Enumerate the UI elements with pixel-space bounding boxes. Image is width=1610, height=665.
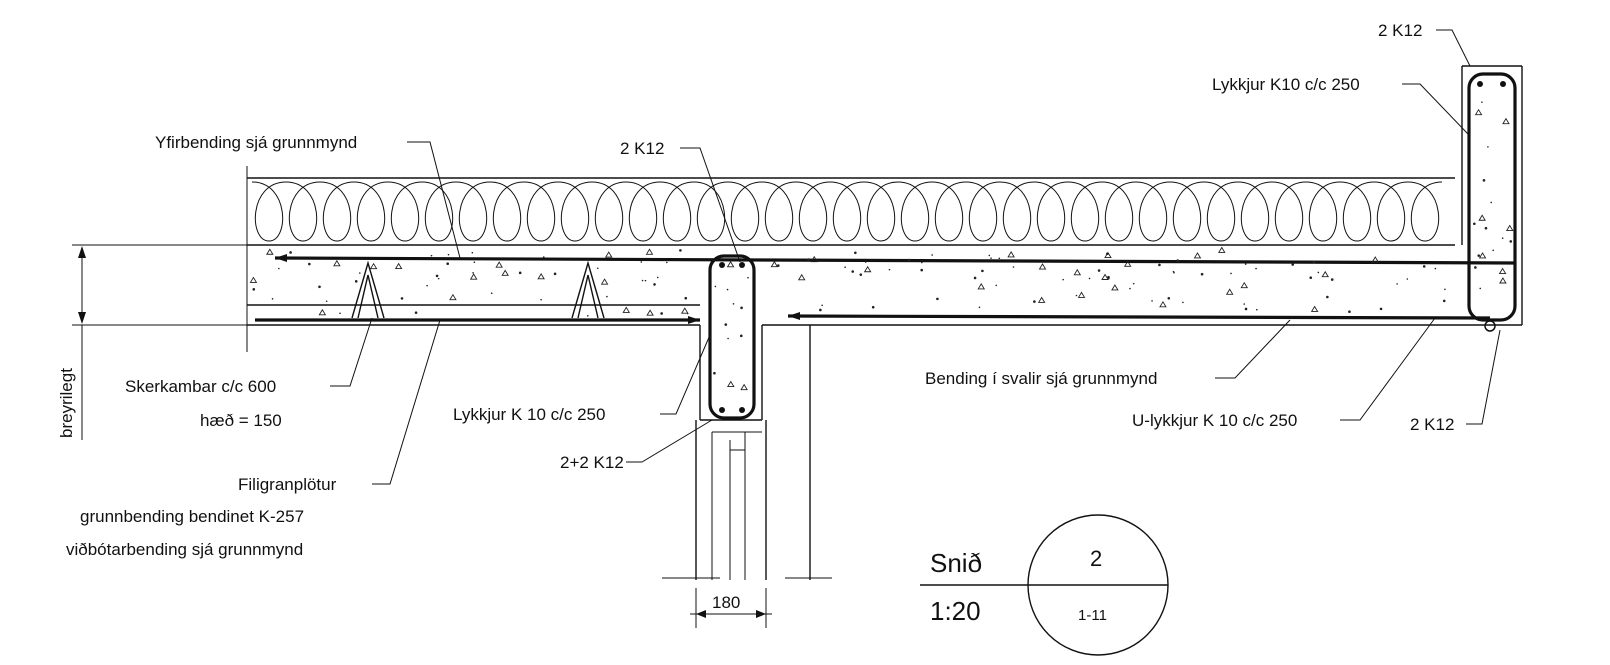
label-2k12-bottom: 2 K12 — [1410, 415, 1454, 434]
section-title-block: Snið 1:20 2 1-11 — [920, 514, 1169, 656]
label-grunnbending: grunnbending bendinet K-257 — [80, 507, 304, 526]
dimension-180: 180 — [690, 588, 772, 628]
insulation-layer — [246, 166, 1455, 352]
dim-180-text: 180 — [712, 593, 740, 612]
label-2k12-mid: 2 K12 — [620, 139, 664, 158]
label-breyrilegt: breyrilegt — [57, 368, 76, 438]
label-haed: hæð = 150 — [200, 411, 282, 430]
label-lykkjur-k10: Lykkjur K10 c/c 250 — [1212, 75, 1360, 94]
leaders — [330, 29, 1501, 485]
concrete-slab — [72, 65, 1523, 580]
label-vidbotar: viðbótarbending sjá grunnmynd — [66, 540, 303, 559]
label-2k12-top: 2 K12 — [1378, 21, 1422, 40]
section-number: 2 — [1090, 546, 1102, 571]
rebar — [255, 72, 1517, 420]
label-2plus2-k12: 2+2 K12 — [560, 453, 624, 472]
label-filigran: Filigranplötur — [238, 475, 337, 494]
section-label: Snið — [930, 548, 982, 578]
label-bending-svalir: Bending í svalir sjá grunnmynd — [925, 369, 1157, 388]
section-scale: 1:20 — [930, 596, 981, 626]
label-lykkjur-k10-mid: Lykkjur K 10 c/c 250 — [453, 405, 605, 424]
label-u-lykkjur: U-lykkjur K 10 c/c 250 — [1132, 411, 1297, 430]
label-yfirbending: Yfirbending sjá grunnmynd — [155, 133, 357, 152]
sheet-ref: 1-11 — [1078, 607, 1107, 624]
concrete-hatch — [249, 101, 1514, 391]
label-skerkambar: Skerkambar c/c 600 — [125, 377, 276, 396]
